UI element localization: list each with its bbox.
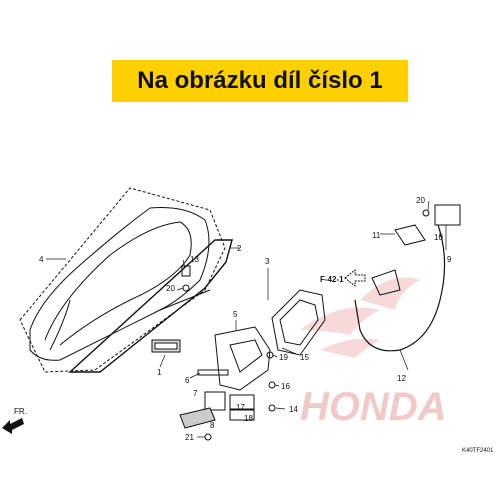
callout-16: 16 bbox=[281, 382, 290, 391]
callout-1: 1 bbox=[157, 368, 162, 377]
diagram-code: K40TF2401 bbox=[462, 448, 494, 454]
callout-9: 9 bbox=[447, 255, 452, 264]
callout-20-latch: 20 bbox=[416, 196, 425, 205]
callout-18: 18 bbox=[244, 414, 253, 423]
callout-13: 13 bbox=[190, 255, 199, 264]
callout-2: 2 bbox=[237, 244, 242, 253]
reference-arrow: F-42-1 bbox=[320, 268, 366, 288]
callout-15: 15 bbox=[300, 353, 309, 362]
callout-8: 8 bbox=[210, 421, 215, 430]
reference-label: F-42-1 bbox=[320, 275, 344, 284]
callout-7: 7 bbox=[193, 389, 198, 398]
bolts bbox=[266, 351, 276, 412]
leader-lines bbox=[46, 200, 447, 438]
watermark-text: HONDA bbox=[300, 385, 447, 429]
honda-watermark: HONDA bbox=[300, 277, 447, 429]
front-arrow: FR. bbox=[2, 407, 27, 434]
callout-10: 10 bbox=[434, 233, 443, 242]
seat-seal bbox=[68, 239, 233, 373]
callout-3: 3 bbox=[265, 257, 270, 266]
title-banner: Na obrázku díl číslo 1 bbox=[112, 60, 408, 102]
callout-20-seat: 20 bbox=[166, 284, 175, 293]
bracket-5 bbox=[197, 326, 271, 391]
callout-14: 14 bbox=[289, 405, 298, 414]
light-1 bbox=[151, 339, 181, 353]
callout-19: 19 bbox=[279, 353, 288, 362]
seat bbox=[19, 187, 226, 373]
callout-21: 21 bbox=[185, 433, 194, 442]
callout-5: 5 bbox=[233, 310, 238, 319]
banner-text: Na obrázku díl číslo 1 bbox=[137, 67, 383, 94]
callouts: 4 2 3 5 1 6 7 8 9 10 11 12 13 14 15 16 1… bbox=[39, 196, 452, 442]
callout-11: 11 bbox=[372, 231, 381, 240]
box-cover-3 bbox=[271, 289, 326, 356]
callout-17: 17 bbox=[236, 403, 245, 412]
lock-parts bbox=[179, 391, 255, 441]
callout-6: 6 bbox=[185, 376, 190, 385]
callout-12: 12 bbox=[397, 374, 406, 383]
cable-12 bbox=[354, 224, 446, 352]
callout-4: 4 bbox=[39, 255, 44, 264]
front-label: FR. bbox=[14, 407, 27, 416]
latch-parts bbox=[371, 204, 461, 296]
